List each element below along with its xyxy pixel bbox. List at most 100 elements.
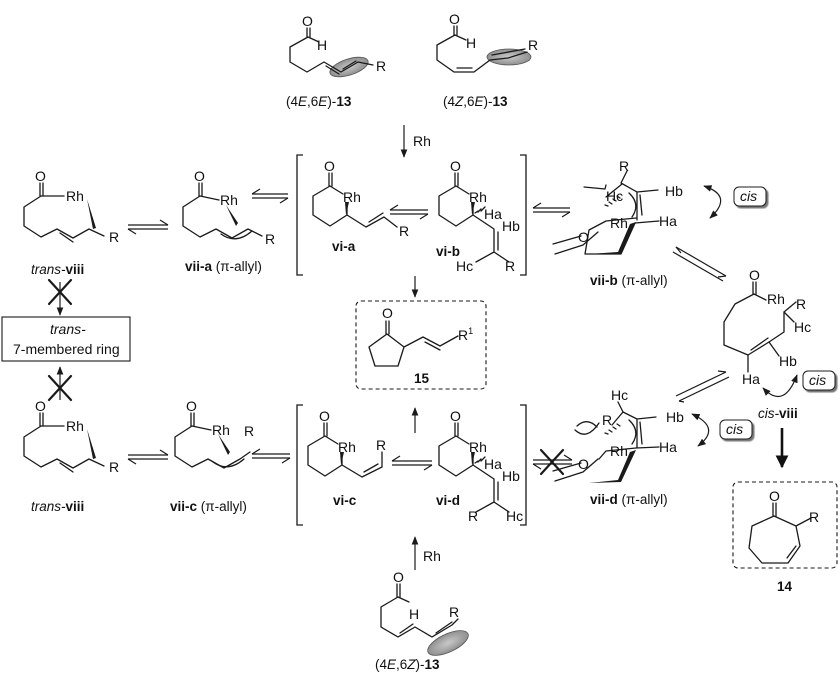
product-15-box bbox=[355, 300, 487, 390]
bracket-left-top bbox=[296, 154, 303, 276]
equilibrium-arrow bbox=[389, 204, 429, 220]
atom-Rh: Rh bbox=[767, 291, 785, 307]
atom-Hc: Hc bbox=[456, 258, 473, 274]
atom-Ha: Ha bbox=[484, 206, 502, 222]
structure-vi-b: O Rh Ha Hb Hc R bbox=[438, 158, 520, 274]
atom-Hc: Hc bbox=[506, 508, 523, 524]
equilibrium-arrow bbox=[251, 448, 291, 464]
cis-badge-text: cis bbox=[809, 372, 826, 388]
substrate-4E6E-13: O H R bbox=[289, 13, 386, 78]
cis-badge-text: cis bbox=[726, 421, 743, 437]
cis-curved-arrow-bottom bbox=[691, 413, 710, 447]
atom-O: O bbox=[449, 11, 460, 27]
atom-R: R bbox=[376, 437, 386, 453]
label-vi-c: vi-c bbox=[333, 493, 357, 508]
atom-R: R bbox=[619, 158, 629, 174]
cis-badge-top bbox=[733, 186, 767, 207]
structure-cis-viii: O Rh R Hc Hb Ha bbox=[723, 267, 811, 387]
atom-O: O bbox=[319, 408, 330, 424]
blocked-arrow-bottom bbox=[47, 366, 73, 402]
label-cis-viii: cis-viii bbox=[758, 406, 798, 421]
atom-Ha: Ha bbox=[742, 371, 760, 387]
atom-O: O bbox=[194, 168, 205, 184]
atom-O: O bbox=[324, 158, 335, 174]
atom-O: O bbox=[749, 267, 760, 283]
atom-O: O bbox=[578, 456, 589, 472]
cis-curved-arrow-viii bbox=[762, 374, 798, 398]
structure-vi-c: O Rh R bbox=[307, 408, 386, 478]
atom-Rh: Rh bbox=[66, 188, 84, 204]
atom-O: O bbox=[302, 13, 313, 29]
atom-Hb: Hb bbox=[502, 218, 520, 234]
atom-H: H bbox=[317, 37, 327, 53]
atom-Hb: Hb bbox=[665, 183, 683, 199]
atom-Rh: Rh bbox=[66, 418, 84, 434]
structure-trans-viii-top: O Rh R bbox=[23, 168, 119, 245]
equilibrium-arrow bbox=[127, 449, 169, 465]
structure-vi-d: O Rh Ha Hb R Hc bbox=[438, 408, 523, 524]
structure-15: O R1 bbox=[368, 305, 473, 367]
bracket-right-top bbox=[520, 154, 527, 276]
atom-Rh: Rh bbox=[338, 439, 356, 455]
structure-vii-c: O Rh R bbox=[174, 398, 254, 469]
atom-R: R bbox=[468, 508, 478, 524]
label-15: 15 bbox=[414, 371, 430, 386]
atom-Ha: Ha bbox=[484, 456, 502, 472]
atom-R: R bbox=[399, 223, 409, 239]
bracket-right-bottom bbox=[520, 404, 527, 526]
label-trans-viii-top: trans-viii bbox=[31, 262, 84, 277]
label-vii-d: vii-d (π-allyl) bbox=[590, 492, 668, 507]
label-vii-a: vii-a (π-allyl) bbox=[185, 259, 262, 274]
atom-R: R bbox=[602, 412, 612, 428]
atom-Rh: Rh bbox=[469, 189, 487, 205]
atom-R: R bbox=[109, 459, 119, 475]
reagent-rh-top: Rh bbox=[413, 133, 431, 149]
atom-Rh: Rh bbox=[212, 422, 230, 438]
substrate-4E6Z-13: O H R bbox=[380, 569, 469, 656]
atom-O: O bbox=[450, 158, 461, 174]
atom-H: H bbox=[466, 35, 476, 51]
trans-7-membered-ring-box bbox=[1, 316, 131, 362]
cis-badge-text: cis bbox=[740, 188, 757, 204]
highlight-ellipse bbox=[486, 48, 532, 66]
structure-trans-viii-bottom: O Rh R bbox=[23, 398, 119, 475]
trans-box-line1: trans- bbox=[50, 321, 86, 337]
label-vi-b: vi-b bbox=[436, 244, 460, 259]
atom-R: R bbox=[376, 58, 386, 74]
cis-curved-arrow-top bbox=[703, 185, 722, 219]
atom-Ha: Ha bbox=[659, 439, 677, 455]
atom-O: O bbox=[393, 569, 404, 585]
atom-Rh: Rh bbox=[220, 192, 238, 208]
atom-O: O bbox=[578, 229, 589, 245]
atom-O: O bbox=[35, 398, 46, 414]
atom-Rh: Rh bbox=[469, 439, 487, 455]
cis-badge-viii bbox=[802, 370, 836, 391]
equilibrium-arrow-diagonal bbox=[675, 370, 730, 403]
product-14-box bbox=[732, 481, 838, 569]
atom-Hb: Hb bbox=[779, 353, 797, 369]
atom-O: O bbox=[382, 305, 393, 321]
atom-R: R bbox=[796, 296, 806, 312]
atom-O: O bbox=[450, 408, 461, 424]
atom-R: R bbox=[244, 423, 254, 439]
atom-Hc: Hc bbox=[794, 319, 811, 335]
blocked-arrow-top bbox=[47, 278, 73, 316]
atom-Hc: Hc bbox=[611, 387, 628, 403]
atom-Rh: Rh bbox=[610, 443, 628, 459]
label-4E6E-13: (4E,6E)-13 bbox=[286, 94, 352, 109]
atom-R: R bbox=[109, 229, 119, 245]
atom-R: R bbox=[505, 258, 515, 274]
atom-R1: R1 bbox=[458, 326, 473, 343]
atom-R: R bbox=[809, 509, 819, 525]
equilibrium-arrow-diagonal bbox=[672, 246, 727, 282]
label-vii-b: vii-b (π-allyl) bbox=[590, 273, 668, 288]
label-vi-d: vi-d bbox=[436, 493, 460, 508]
trans-box-line2: 7-membered ring bbox=[13, 341, 120, 357]
structure-vii-a: O Rh R bbox=[182, 168, 275, 247]
atom-Ha: Ha bbox=[659, 213, 677, 229]
atom-Hb: Hb bbox=[502, 468, 520, 484]
atom-R: R bbox=[449, 604, 459, 620]
equilibrium-arrow bbox=[127, 219, 169, 235]
atom-O: O bbox=[769, 488, 780, 504]
